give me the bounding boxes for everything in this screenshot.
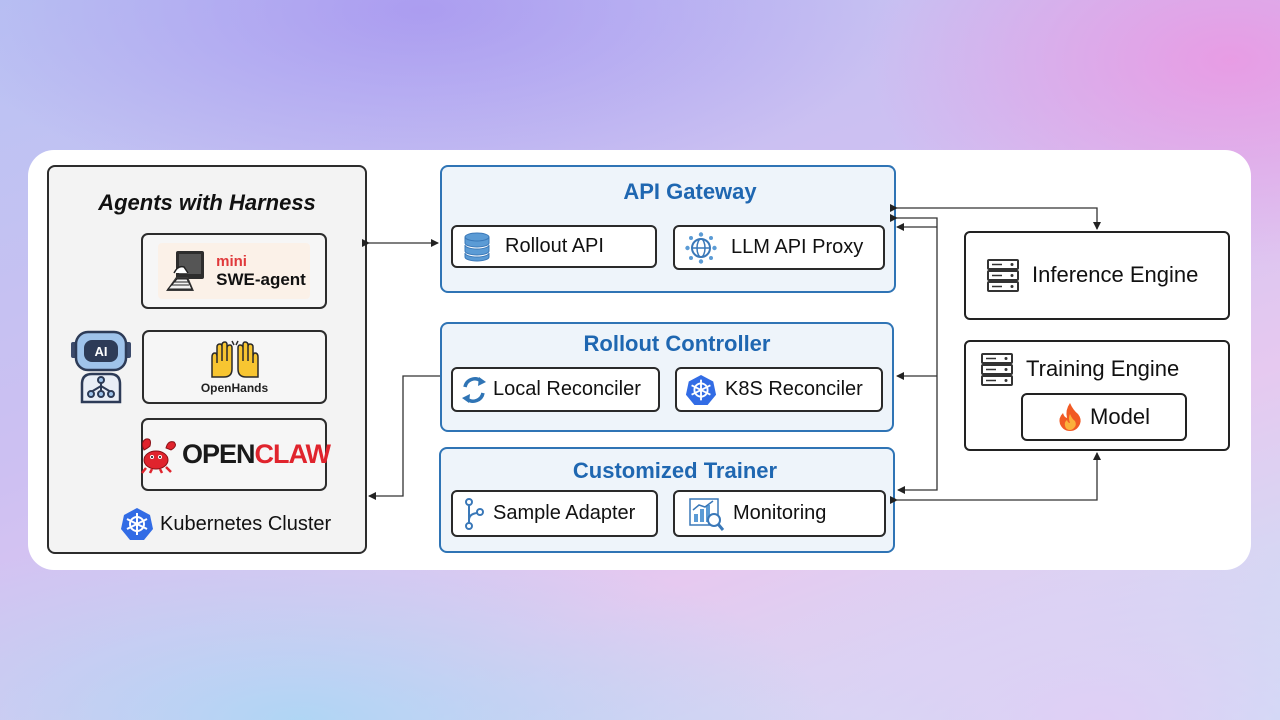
k8s-reconciler-label: K8S Reconciler <box>725 378 863 400</box>
trainer-training-arrow <box>890 452 1101 504</box>
flame-icon <box>1059 403 1081 431</box>
model-label: Model <box>1090 404 1150 429</box>
sample-adapter-label: Sample Adapter <box>493 502 636 524</box>
agents-panel-title: Agents with Harness <box>98 190 316 215</box>
local-reconciler-label: Local Reconciler <box>493 378 641 400</box>
refresh-cycle-icon <box>462 376 486 403</box>
kubernetes-icon <box>685 374 717 405</box>
server-rack-icon <box>987 259 1019 292</box>
llm-api-proxy-label: LLM API Proxy <box>731 236 864 258</box>
training-engine-row: Training Engine <box>980 352 1179 386</box>
local-reconciler-box: Local Reconciler <box>451 367 660 412</box>
llm-api-proxy-box: LLM API Proxy <box>673 225 885 270</box>
server-rack-icon <box>981 353 1013 386</box>
kubernetes-icon <box>121 508 153 540</box>
inference-engine-label: Inference Engine <box>1032 262 1199 287</box>
rollout-controller-title: Rollout Controller <box>583 331 771 356</box>
customized-trainer-title: Customized Trainer <box>572 458 778 483</box>
inference-engine-row: Inference Engine <box>986 258 1198 292</box>
kubernetes-cluster-label: Kubernetes Cluster <box>120 507 331 541</box>
monitoring-box: Monitoring <box>673 490 886 537</box>
swe-agent-name: SWE-agent <box>216 270 306 289</box>
openclaw-open-text: OPEN <box>182 439 256 469</box>
openhands-label: OpenHands <box>200 381 269 395</box>
gateway-inference-arrow <box>890 204 1101 230</box>
sample-adapter-box: Sample Adapter <box>451 490 658 537</box>
robot-badge: AI <box>95 344 108 359</box>
lobster-icon <box>141 437 176 474</box>
swe-agent-card: mini SWE-agent <box>141 233 327 309</box>
rollout-api-label: Rollout API <box>505 235 604 257</box>
database-icon <box>464 232 490 261</box>
branch-icon <box>465 497 484 530</box>
swe-agent-logo: mini SWE-agent <box>158 243 310 299</box>
training-engine-label: Training Engine <box>1026 356 1180 381</box>
globe-network-icon <box>685 231 717 264</box>
api-gateway-title: API Gateway <box>623 179 757 204</box>
controller-agents-arrow <box>368 375 440 500</box>
openhands-card: OpenHands <box>142 330 327 404</box>
inference-engine-box <box>964 231 1230 320</box>
model-box: Model <box>1021 393 1187 441</box>
swe-agent-icon <box>166 251 205 291</box>
openclaw-claw-text: CLAW <box>254 439 331 469</box>
monitoring-label: Monitoring <box>733 502 827 524</box>
right-trunk-arrow <box>890 214 938 494</box>
rollout-api-box: Rollout API <box>451 225 657 268</box>
kubernetes-cluster-text: Kubernetes Cluster <box>160 512 332 535</box>
openhands-icon <box>210 340 259 378</box>
robot-icon: AI <box>68 328 134 404</box>
chart-magnifier-icon <box>689 497 725 531</box>
swe-agent-mini-label: mini <box>216 253 247 270</box>
k8s-reconciler-box: K8S Reconciler <box>675 367 883 412</box>
